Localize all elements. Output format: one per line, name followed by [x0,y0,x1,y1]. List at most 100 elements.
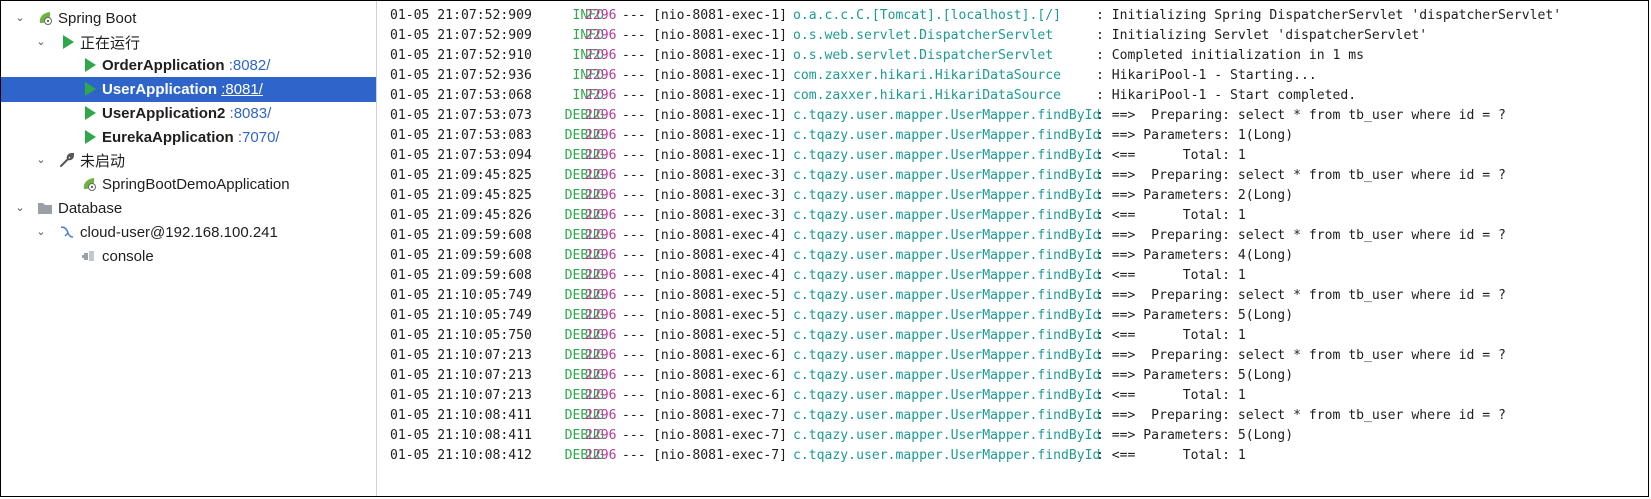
log-logger: c.tqazy.user.mapper.UserMapper.findById [793,108,1101,123]
run-icon [82,105,98,121]
log-logger: c.tqazy.user.mapper.UserMapper.findById [793,268,1101,283]
log-separator: --- [622,188,646,203]
log-separator: --- [622,28,646,43]
log-separator: --- [622,208,646,223]
log-timestamp: 01-05 21:10:07:213 [390,388,532,403]
log-logger: o.s.web.servlet.DispatcherServlet [793,48,1054,63]
log-separator: --- [622,308,646,323]
log-timestamp: 01-05 21:07:53:094 [390,148,532,163]
log-separator: --- [622,228,646,243]
log-message: : ==> Parameters: 5(Long) [1096,368,1294,383]
log-message: : ==> Preparing: select * from tb_user w… [1096,108,1506,123]
log-message: : <== Total: 1 [1096,268,1246,283]
tree-node-user-application[interactable]: UserApplication :8081/ [1,77,376,102]
log-pid: 2296 [585,68,617,83]
log-timestamp: 01-05 21:07:52:909 [390,28,532,43]
app-name: OrderApplication [102,57,225,74]
log-timestamp: 01-05 21:10:08:411 [390,428,532,443]
log-thread: [nio-8081-exec-3] [653,188,788,203]
tree-node-connection[interactable]: ⌄ cloud-user@192.168.100.241 [1,220,376,245]
log-timestamp: 01-05 21:07:52:909 [390,8,532,23]
spring-boot-icon [81,176,97,192]
log-logger: c.tqazy.user.mapper.UserMapper.findById [793,348,1101,363]
chevron-down-icon[interactable]: ⌄ [36,154,46,166]
log-separator: --- [622,108,646,123]
chevron-down-icon[interactable]: ⌄ [36,226,46,238]
tree-node-user-application2[interactable]: UserApplication2 :8083/ [1,101,376,126]
tree-node-running[interactable]: ⌄ 正在运行 [1,30,376,55]
tree-node-console[interactable]: console [1,244,376,269]
log-level: DEBUG [564,368,604,383]
log-message: : ==> Preparing: select * from tb_user w… [1096,348,1506,363]
log-level: DEBUG [564,288,604,303]
log-pid: 2296 [585,88,617,103]
log-level: DEBUG [564,208,604,223]
wrench-icon [59,152,75,168]
log-level: DEBUG [564,348,604,363]
log-pid: 2296 [585,428,617,443]
log-level: DEBUG [564,308,604,323]
tree-node-eureka-application[interactable]: EurekaApplication :7070/ [1,125,376,150]
log-logger: o.a.c.c.C.[Tomcat].[localhost].[/] [793,8,1062,23]
tree-node-not-started[interactable]: ⌄ 未启动 [1,148,376,173]
log-timestamp: 01-05 21:10:07:213 [390,368,532,383]
log-separator: --- [622,388,646,403]
log-logger: c.tqazy.user.mapper.UserMapper.findById [793,448,1101,463]
tree-node-spring-boot[interactable]: ⌄ Spring Boot [1,6,376,31]
log-separator: --- [622,48,646,63]
app-port-link[interactable]: :7070/ [237,129,280,146]
app-port-link[interactable]: :8083/ [229,105,272,122]
log-level: DEBUG [564,108,604,123]
log-message: : HikariPool-1 - Start completed. [1096,88,1357,103]
log-level: INFO [572,88,604,103]
log-message: : ==> Parameters: 1(Long) [1096,128,1294,143]
app-port-link[interactable]: :8082/ [228,57,271,74]
tree-label: 未启动 [80,153,126,170]
database-connection-icon [59,224,75,240]
log-thread: [nio-8081-exec-4] [653,248,788,263]
log-message: : <== Total: 1 [1096,388,1246,403]
log-separator: --- [622,328,646,343]
log-logger: c.tqazy.user.mapper.UserMapper.findById [793,168,1101,183]
log-message: : <== Total: 1 [1096,328,1246,343]
log-thread: [nio-8081-exec-1] [653,148,788,163]
app-port-link[interactable]: :8081/ [221,81,263,98]
log-pid: 2296 [585,308,617,323]
log-timestamp: 01-05 21:10:05:749 [390,288,532,303]
log-logger: c.tqazy.user.mapper.UserMapper.findById [793,248,1101,263]
log-message: : ==> Preparing: select * from tb_user w… [1096,408,1506,423]
log-message: : ==> Parameters: 5(Long) [1096,428,1294,443]
log-timestamp: 01-05 21:10:05:749 [390,308,532,323]
log-timestamp: 01-05 21:07:53:083 [390,128,532,143]
chevron-down-icon[interactable]: ⌄ [15,202,25,214]
run-icon [82,57,98,73]
log-separator: --- [622,368,646,383]
log-pid: 2296 [585,108,617,123]
chevron-down-icon[interactable]: ⌄ [36,36,46,48]
log-level: DEBUG [564,428,604,443]
log-separator: --- [622,128,646,143]
log-thread: [nio-8081-exec-4] [653,228,788,243]
log-pid: 2296 [585,388,617,403]
log-pid: 2296 [585,228,617,243]
log-thread: [nio-8081-exec-3] [653,208,788,223]
tree-node-demo-application[interactable]: SpringBootDemoApplication [1,172,376,197]
log-separator: --- [622,168,646,183]
log-timestamp: 01-05 21:09:45:825 [390,188,532,203]
log-thread: [nio-8081-exec-6] [653,368,788,383]
log-thread: [nio-8081-exec-1] [653,108,788,123]
log-thread: [nio-8081-exec-7] [653,448,788,463]
log-logger: o.s.web.servlet.DispatcherServlet [793,28,1054,43]
log-thread: [nio-8081-exec-4] [653,268,788,283]
log-thread: [nio-8081-exec-5] [653,288,788,303]
tree-node-database[interactable]: ⌄ Database [1,196,376,221]
log-level: DEBUG [564,228,604,243]
log-logger: com.zaxxer.hikari.HikariDataSource [793,88,1062,103]
log-level: DEBUG [564,328,604,343]
log-message: : <== Total: 1 [1096,448,1246,463]
chevron-down-icon[interactable]: ⌄ [15,12,25,24]
log-logger: c.tqazy.user.mapper.UserMapper.findById [793,428,1101,443]
tree-node-order-application[interactable]: OrderApplication :8082/ [1,53,376,78]
